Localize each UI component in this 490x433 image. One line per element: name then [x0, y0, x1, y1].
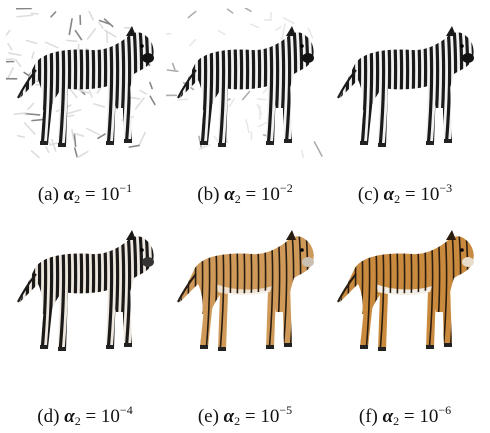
panel-image-a	[6, 8, 164, 158]
animal-illustration	[6, 212, 164, 362]
power-exponent: −2	[280, 181, 293, 195]
caption-c: (c) α2 = 10−3	[326, 176, 484, 211]
panel-image-b	[166, 8, 324, 158]
alpha-symbol: α	[383, 406, 394, 427]
equals-sign: =	[85, 406, 96, 427]
power-exponent: −6	[438, 403, 451, 417]
zebra-figure	[338, 26, 474, 148]
power-exponent: −4	[120, 403, 133, 417]
power-exponent: −1	[119, 181, 132, 195]
power-base: 10	[100, 184, 119, 205]
power-base: 10	[101, 406, 120, 427]
panel-image-d	[6, 212, 164, 362]
caption-label: (b)	[197, 184, 219, 205]
alpha-symbol: α	[224, 184, 235, 205]
equals-sign: =	[245, 184, 256, 205]
caption-d: (d) α2 = 10−4	[6, 398, 164, 433]
equals-sign: =	[245, 406, 256, 427]
power-exponent: −5	[279, 403, 292, 417]
alpha-symbol: α	[384, 184, 395, 205]
animal-illustration	[326, 212, 484, 362]
caption-f: (f) α2 = 10−6	[326, 398, 484, 433]
caption-a: (a) α2 = 10−1	[6, 176, 164, 211]
panel-image-e	[166, 212, 324, 362]
animal-illustration	[6, 8, 164, 158]
alpha-symbol: α	[64, 406, 75, 427]
zebra-figure	[178, 26, 314, 148]
caption-b: (b) α2 = 10−2	[166, 176, 324, 211]
animal-illustration	[166, 212, 324, 362]
alpha-symbol: α	[224, 406, 235, 427]
alpha-subscript: 2	[74, 192, 80, 206]
caption-label: (c)	[358, 184, 379, 205]
caption-e: (e) α2 = 10−5	[166, 398, 324, 433]
caption-label: (e)	[198, 406, 219, 427]
caption-label: (d)	[37, 406, 59, 427]
equals-sign: =	[85, 184, 96, 205]
caption-label: (f)	[359, 406, 378, 427]
animal-illustration	[166, 8, 324, 158]
alpha-symbol: α	[64, 184, 75, 205]
equals-sign: =	[405, 184, 416, 205]
power-base: 10	[420, 184, 439, 205]
tiger-figure	[338, 230, 475, 352]
equals-sign: =	[404, 406, 415, 427]
panel-image-c	[326, 8, 484, 158]
animal-illustration	[326, 8, 484, 158]
power-base: 10	[419, 406, 438, 427]
alpha-subscript: 2	[394, 192, 400, 206]
alpha-subscript: 2	[235, 192, 241, 206]
caption-label: (a)	[38, 184, 59, 205]
power-base: 10	[261, 184, 280, 205]
power-base: 10	[260, 406, 279, 427]
panel-image-f	[326, 212, 484, 362]
tiger-figure	[178, 230, 315, 352]
tiger-figure	[18, 230, 154, 352]
power-exponent: −3	[439, 181, 452, 195]
zebra-figure	[18, 26, 154, 148]
